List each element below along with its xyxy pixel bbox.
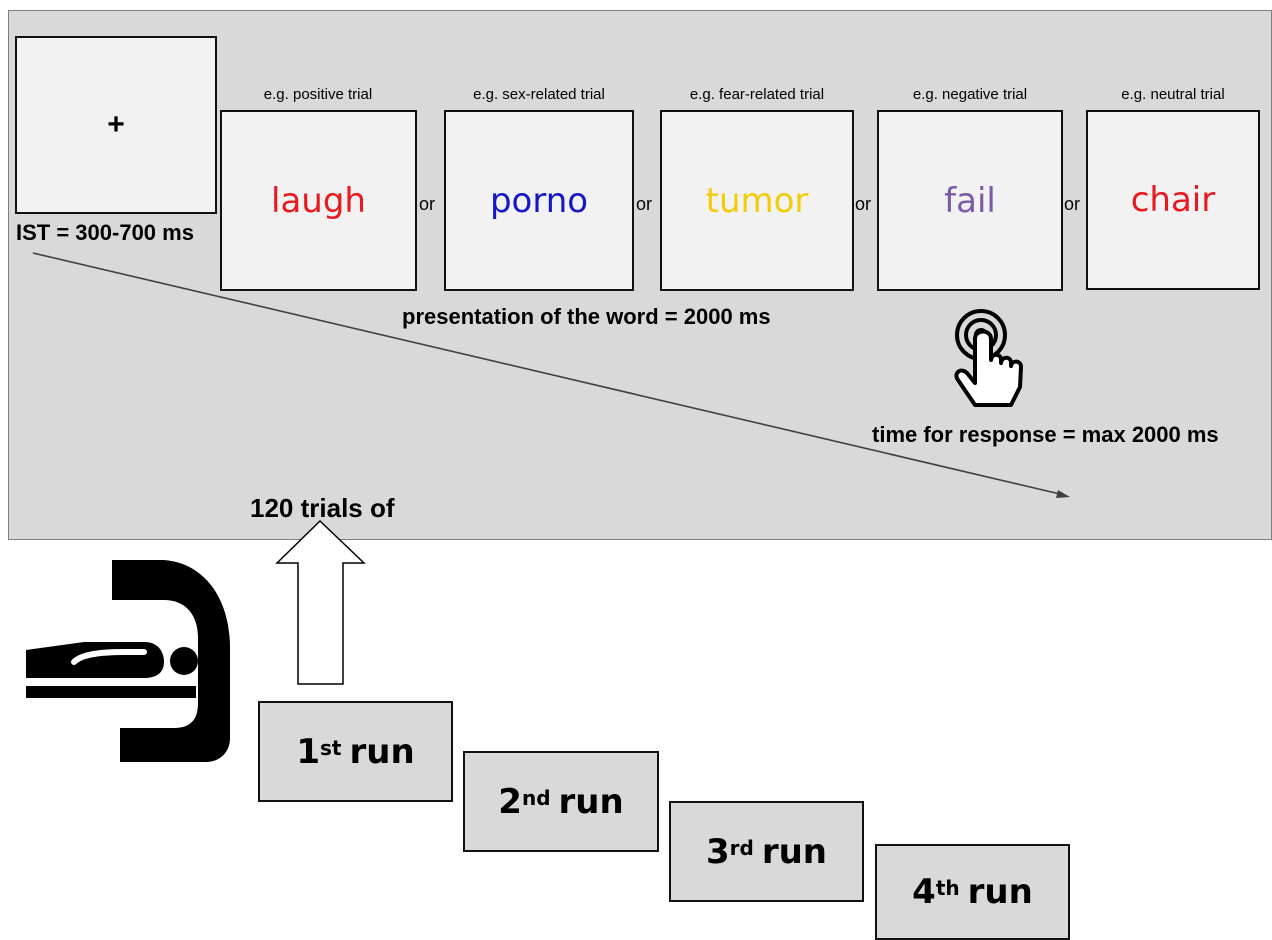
up-arrow-icon	[275, 519, 366, 685]
trial-label-negative: e.g. negative trial	[912, 86, 1028, 103]
run-number: 4	[912, 872, 936, 912]
run-word: run	[761, 831, 828, 872]
or-separator-1: or	[419, 194, 436, 214]
trial-label-fear: e.g. fear-related trial	[689, 86, 825, 103]
response-label: time for response = max 2000 ms	[872, 422, 1219, 447]
presentation-label: presentation of the word = 2000 ms	[402, 304, 771, 329]
trial-label-positive: e.g. positive trial	[263, 86, 373, 103]
run-word: run	[349, 731, 415, 772]
run-number: 1	[296, 731, 320, 772]
trial-label-neutral: e.g. neutral trial	[1121, 86, 1225, 103]
timeline-arrow	[32, 252, 1070, 498]
or-separator-2: or	[636, 194, 653, 214]
trial-label-sex: e.g. sex-related trial	[473, 86, 605, 103]
trial-box-positive: laugh	[220, 110, 417, 291]
run-ordinal: st	[320, 735, 342, 760]
trial-box-negative: fail	[877, 110, 1063, 291]
trial-box-neutral: chair	[1086, 110, 1260, 290]
trial-word-neutral: chair	[1130, 180, 1216, 220]
trial-box-sex: porno	[444, 110, 634, 291]
or-separator-4: or	[1064, 194, 1081, 214]
trial-box-fear: tumor	[660, 110, 854, 291]
run-word: run	[967, 872, 1033, 912]
run-ordinal: th	[935, 876, 960, 900]
run-number: 3	[705, 831, 730, 872]
touch-press-icon	[954, 309, 1023, 407]
ist-label: IST = 300-700 ms	[16, 220, 194, 245]
run-ordinal: rd	[729, 835, 754, 860]
run-number: 2	[498, 781, 522, 822]
or-separator-3: or	[855, 194, 872, 214]
fixation-cross: +	[107, 108, 125, 141]
trials-of-label: 120 trials of	[250, 493, 395, 523]
trial-word-sex: porno	[489, 180, 589, 221]
trial-word-negative: fail	[944, 180, 996, 221]
fixation-box: +	[15, 36, 217, 214]
trial-word-fear: tumor	[705, 180, 809, 221]
run-word: run	[558, 781, 624, 822]
run-ordinal: nd	[521, 785, 551, 810]
mri-scanner-icon	[26, 560, 230, 762]
trial-word-positive: laugh	[271, 180, 366, 221]
